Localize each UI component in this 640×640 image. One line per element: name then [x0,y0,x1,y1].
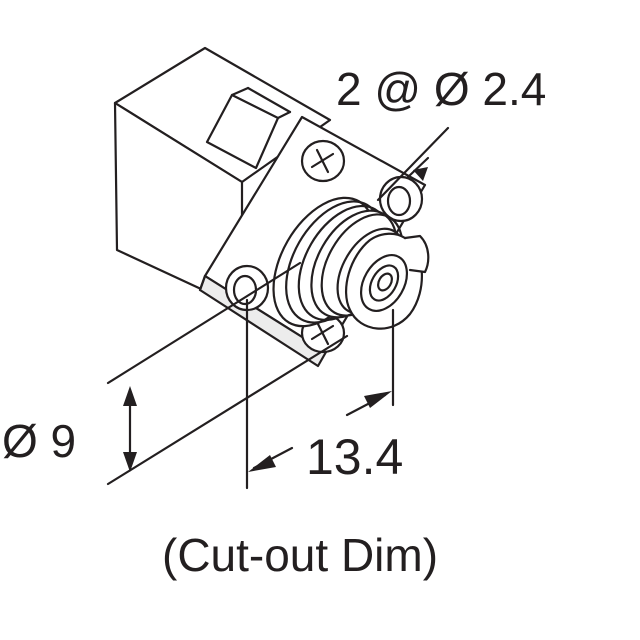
mounting-hole-right [378,175,424,223]
cutout-diameter-label: Ø 9 [2,415,77,467]
hole-callout-leader [376,126,450,202]
hole-callout-label: 2 @ Ø 2.4 [336,63,547,115]
hole-spacing-dimension [245,298,395,490]
connector-body [113,46,332,310]
barrel-collar [345,232,430,330]
cutout-diameter-dimension [106,261,349,486]
hole-spacing-label: 13.4 [306,429,404,485]
caption: (Cut-out Dim) [162,529,439,581]
screw-top [300,139,346,183]
